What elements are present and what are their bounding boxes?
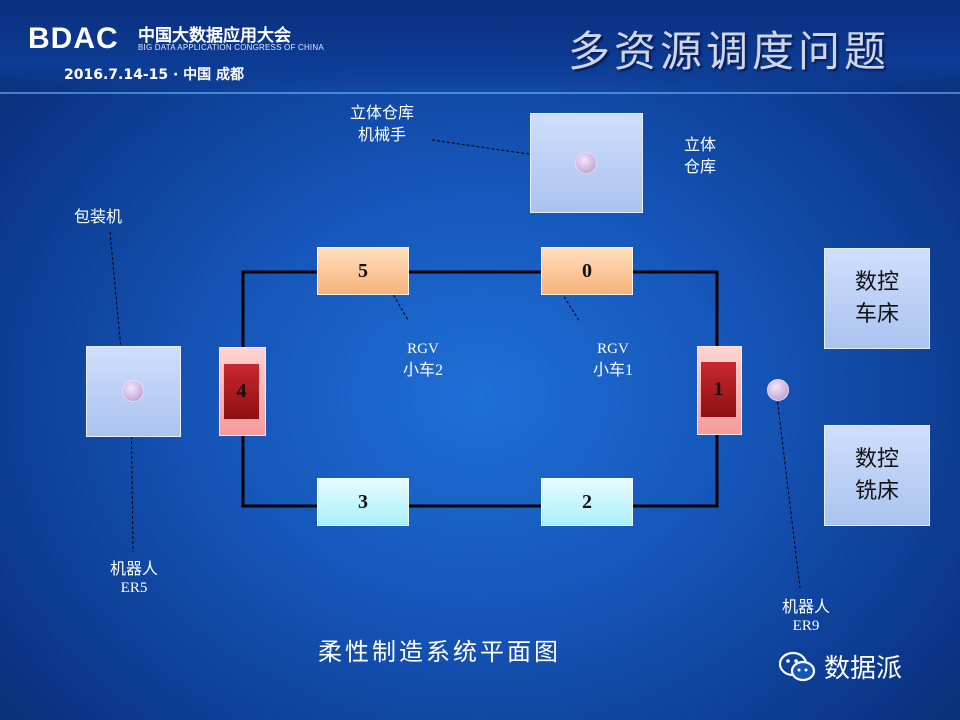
robot-er5-label: 机器人 ER5 [109, 559, 158, 596]
rgv1-label: RGV 小车1 [592, 341, 633, 379]
leader-er9 [776, 396, 801, 589]
leader-packer [109, 231, 123, 361]
cnc-mill: 数控 铣床 [824, 425, 930, 526]
robot-er9-label: 机器人 ER9 [781, 597, 830, 634]
station-3: 3 [317, 478, 409, 526]
conference-name: 中国大数据应用大会 [138, 26, 291, 46]
station-0: 0 [541, 247, 633, 295]
wechat-icon [778, 651, 816, 681]
station-4: 4 [224, 364, 259, 419]
packer-label: 包装机 [73, 207, 122, 226]
warehouse-arm-marker [575, 152, 597, 174]
station-1: 1 [701, 362, 736, 417]
cnc-lathe: 数控 车床 [824, 248, 930, 349]
warehouse-label: 立体 仓库 [683, 135, 716, 176]
conference-date: 2016.7.14-15 · 中国 成都 [64, 67, 245, 83]
slide-title: 多资源调度问题 [568, 27, 891, 76]
rgv-track-loop [241, 270, 719, 508]
station-5: 5 [317, 247, 409, 295]
warehouse-arm-label: 立体仓库 机械手 [349, 103, 414, 144]
header-band [0, 0, 960, 92]
logo-text: BDAC [28, 22, 119, 55]
station-2: 2 [541, 478, 633, 526]
header-divider [0, 92, 960, 94]
bdac-logo: BDAC [28, 22, 119, 56]
diagram-caption: 柔性制造系统平面图 [318, 638, 561, 666]
conference-english-name: BIG DATA APPLICATION CONGRESS OF CHINA [138, 43, 324, 52]
watermark-text: 数据派 [824, 654, 903, 684]
watermark: 数据派 [778, 648, 902, 685]
er9-marker [767, 379, 789, 401]
rgv2-label: RGV 小车2 [402, 341, 443, 379]
er5-marker [122, 380, 144, 402]
